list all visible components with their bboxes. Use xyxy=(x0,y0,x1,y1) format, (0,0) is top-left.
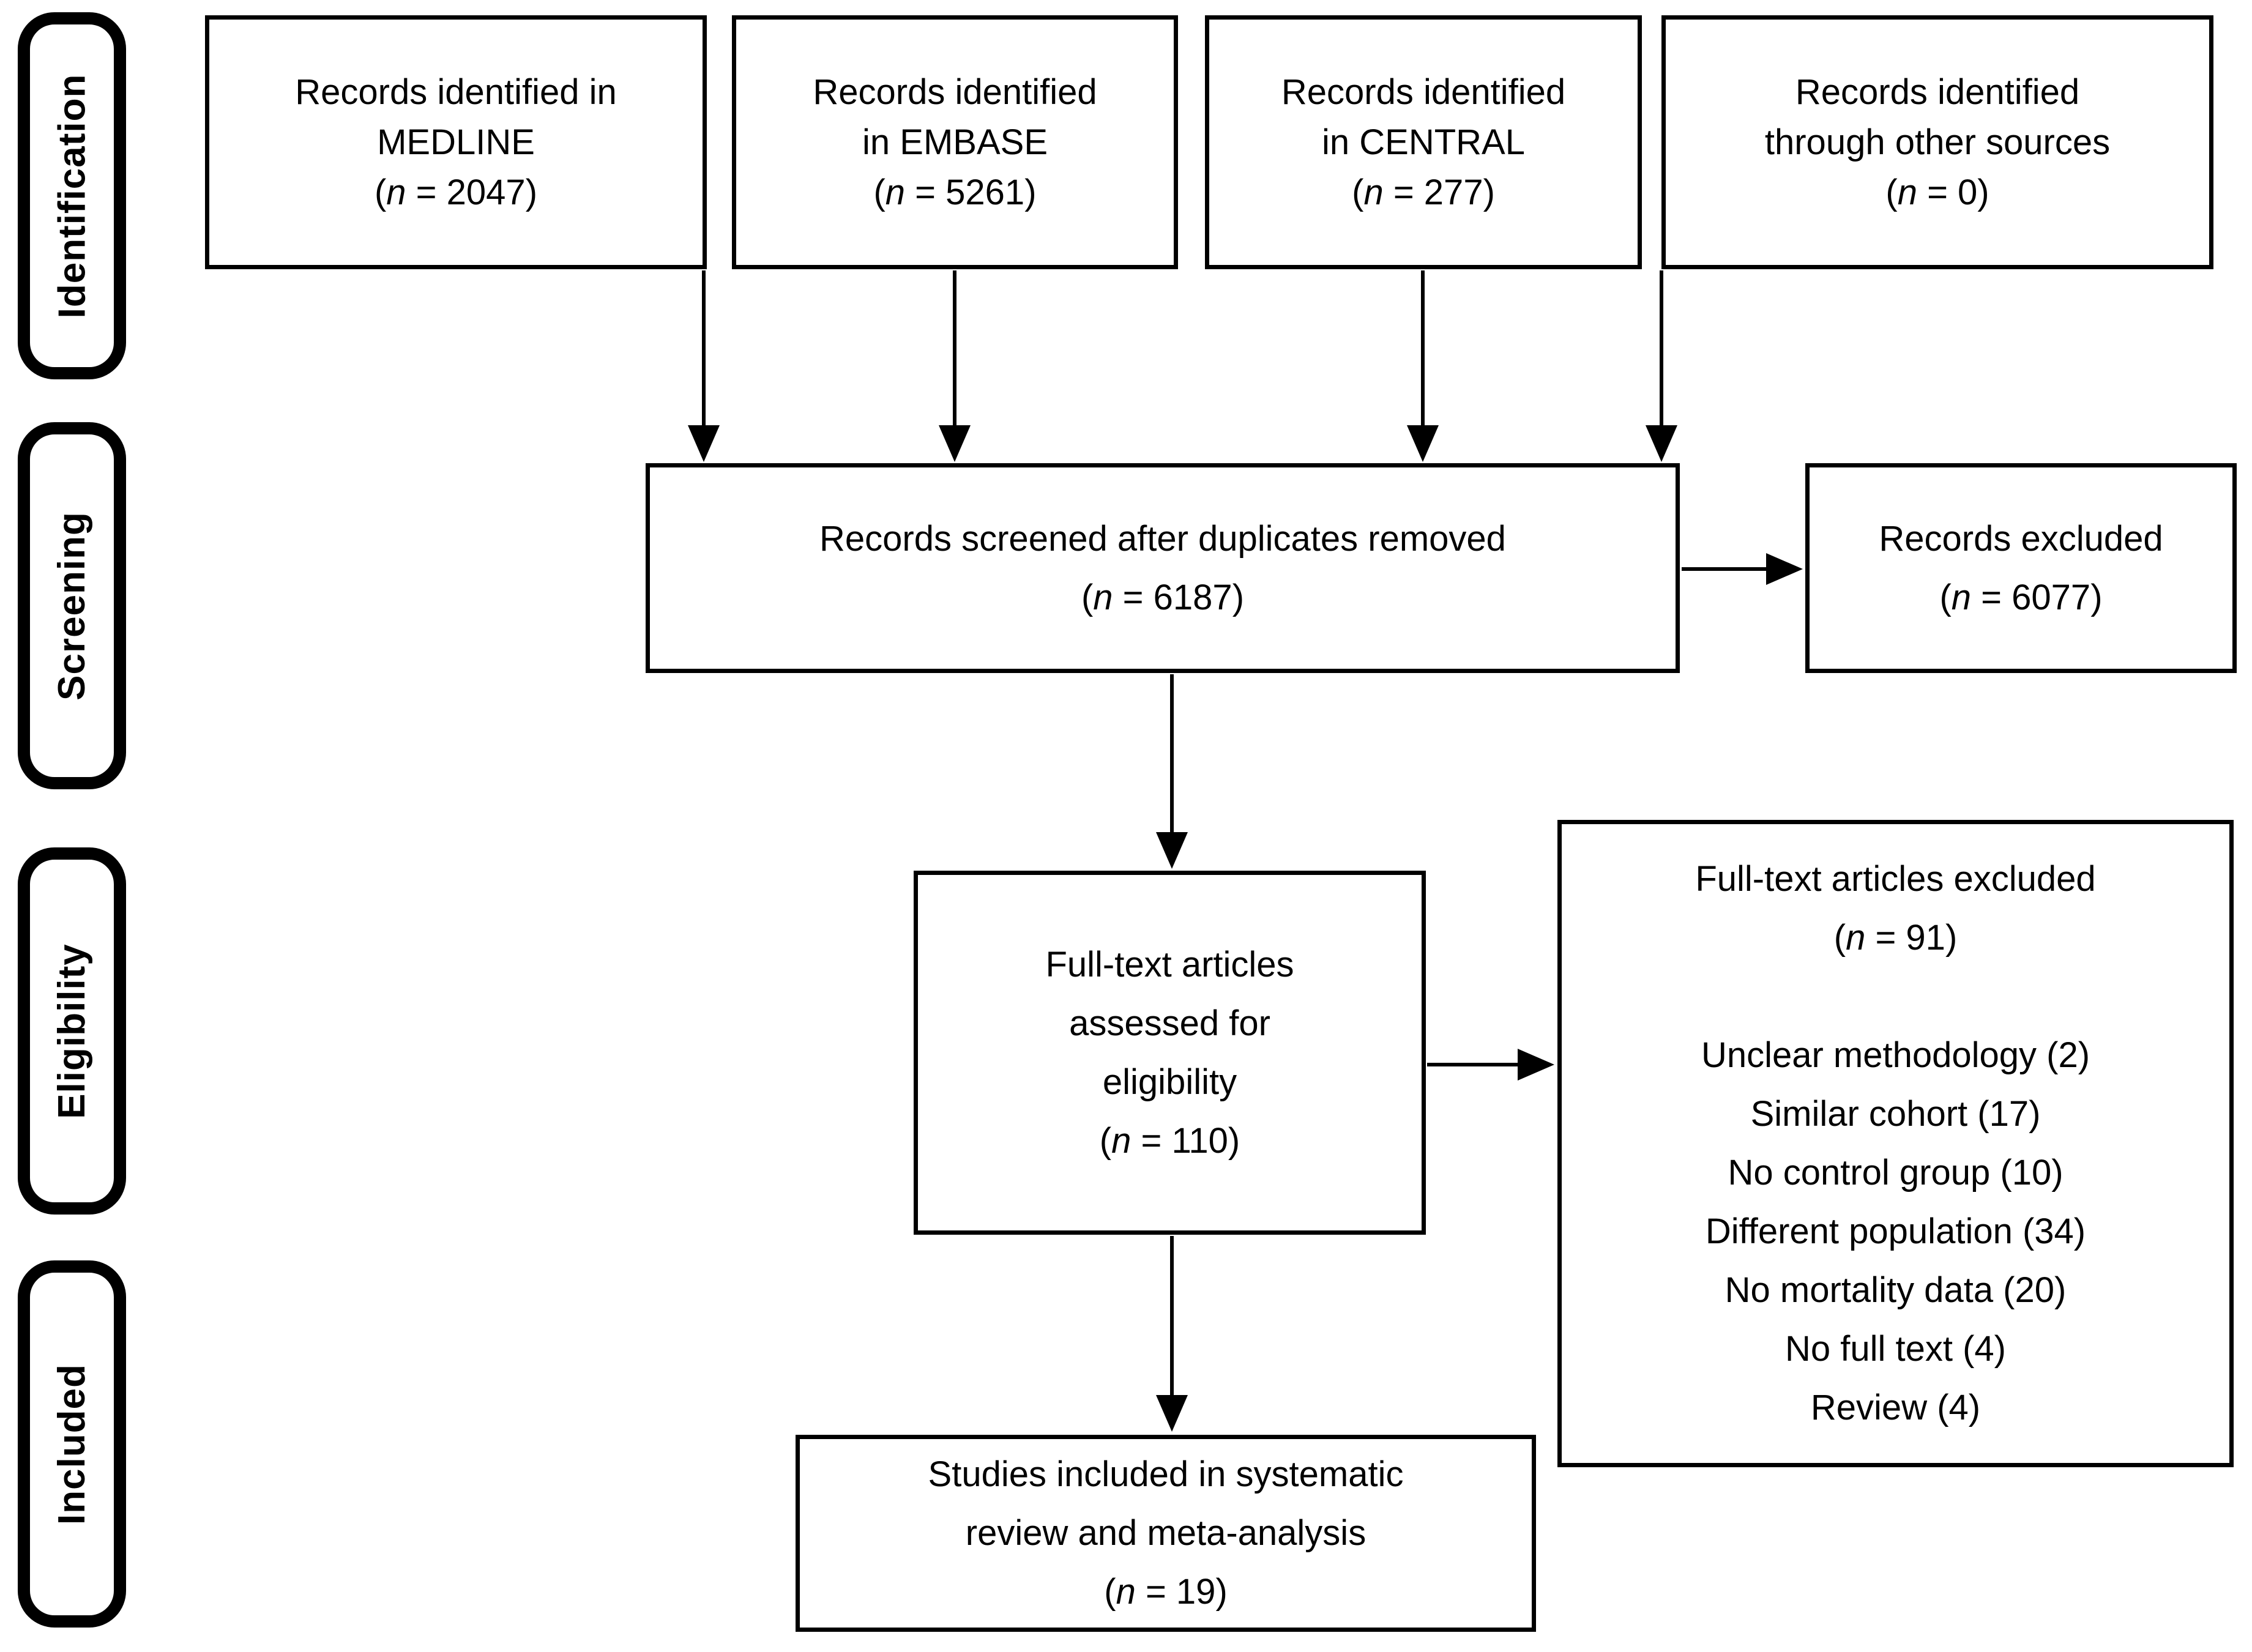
box-records-screened-text: Records screened after duplicates remove… xyxy=(650,510,1676,627)
box-records-medline-count: (n = 2047) xyxy=(374,172,538,212)
box-records-screened: Records screened after duplicates remove… xyxy=(646,463,1680,673)
box-records-central-count: (n = 277) xyxy=(1352,172,1495,212)
box-records-excluded: Records excluded (n = 6077) xyxy=(1805,463,2237,673)
box-fulltext-excluded-count: (n = 91) xyxy=(1833,918,1958,958)
box-fulltext-excluded-text: Full-text articles excluded (n = 91) Unc… xyxy=(1562,850,2229,1437)
box-records-other-sources-count: (n = 0) xyxy=(1885,172,1989,212)
box-records-excluded-lines: Records excluded xyxy=(1879,518,2163,559)
box-records-screened-count: (n = 6187) xyxy=(1081,577,1245,617)
box-fulltext-assessed-count: (n = 110) xyxy=(1099,1120,1240,1161)
box-records-excluded-text: Records excluded (n = 6077) xyxy=(1810,510,2232,627)
arrow-other-sources-to-screened xyxy=(1646,270,1677,462)
arrow-screened-to-records-excluded xyxy=(1682,553,1803,585)
stage-screening-label: Screening xyxy=(51,511,93,701)
arrow-central-to-screened xyxy=(1407,270,1439,462)
stage-identification-label: Identification xyxy=(51,73,93,318)
box-records-embase-count: (n = 5261) xyxy=(873,172,1037,212)
box-studies-included-count: (n = 19) xyxy=(1104,1572,1228,1612)
exclusion-reasons-list: Unclear methodology (2)Similar cohort (1… xyxy=(1701,1035,2090,1427)
stage-identification: Identification xyxy=(18,12,126,379)
arrow-fulltext-to-included xyxy=(1156,1236,1188,1432)
stage-included-label: Included xyxy=(51,1363,93,1525)
stage-eligibility: Eligibility xyxy=(18,847,126,1215)
arrow-screened-to-fulltext xyxy=(1156,674,1188,869)
box-records-screened-lines: Records screened after duplicates remove… xyxy=(819,518,1506,559)
stage-eligibility-label: Eligibility xyxy=(51,943,93,1119)
arrow-fulltext-to-fulltext-excluded xyxy=(1427,1049,1554,1081)
arrow-medline-to-screened xyxy=(688,270,720,462)
stage-included: Included xyxy=(18,1260,126,1628)
arrow-embase-to-screened xyxy=(939,270,971,462)
stage-screening: Screening xyxy=(18,422,126,789)
box-fulltext-excluded: Full-text articles excluded (n = 91) Unc… xyxy=(1557,820,2234,1467)
box-records-excluded-count: (n = 6077) xyxy=(1939,577,2103,617)
box-fulltext-excluded-lines: Full-text articles excluded xyxy=(1695,859,2096,899)
